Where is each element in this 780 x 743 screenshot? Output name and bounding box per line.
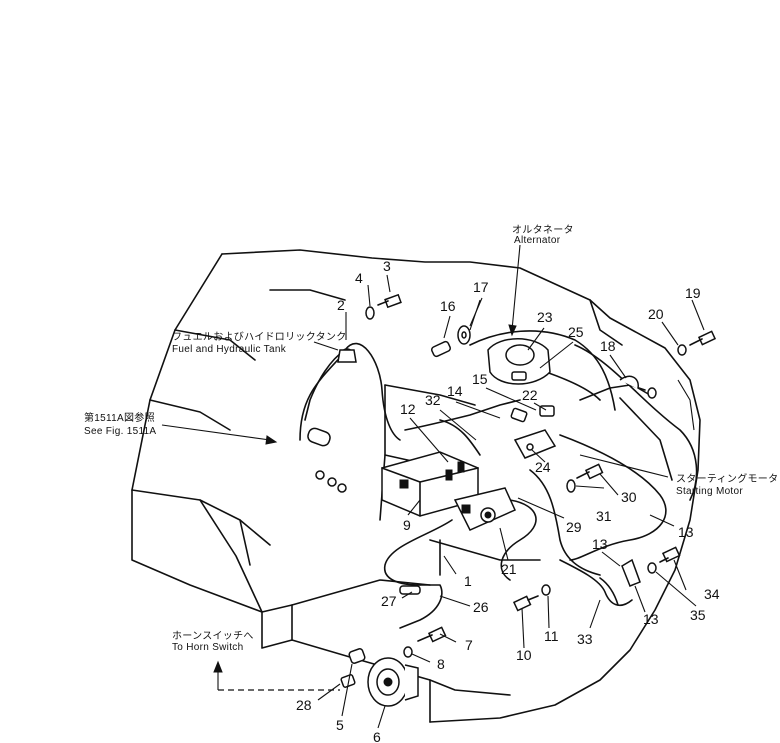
callout-8: 8	[437, 656, 445, 672]
bolt-34	[659, 546, 681, 563]
washer-4	[365, 306, 375, 320]
fuel-sender-unit	[337, 348, 357, 363]
callout-4: 4	[355, 270, 363, 286]
washer-31	[566, 479, 576, 493]
callout-31: 31	[596, 508, 612, 524]
battery-relay	[453, 487, 516, 531]
ground-terminal	[621, 558, 641, 587]
fuel-tank-label-en: Fuel and Hydraulic Tank	[172, 344, 287, 355]
callout-5: 5	[336, 717, 344, 733]
bolt-30	[576, 463, 604, 480]
alternator	[487, 338, 551, 385]
washer-35	[647, 562, 657, 574]
callout-13c: 13	[643, 611, 659, 627]
horn	[367, 657, 419, 707]
callout-27: 27	[381, 593, 397, 609]
terminal-14	[510, 407, 528, 423]
callout-23: 23	[537, 309, 553, 325]
callout-16: 16	[440, 298, 456, 314]
leaders	[161, 244, 705, 729]
horn-switch-label-en: To Horn Switch	[172, 642, 243, 653]
clamp-18	[619, 375, 657, 399]
callout-17: 17	[473, 279, 489, 295]
connector-27	[399, 585, 421, 595]
connector-16	[430, 340, 452, 358]
callout-30: 30	[621, 489, 637, 505]
callout-22: 22	[522, 387, 538, 403]
callout-12: 12	[400, 401, 416, 417]
labels: オルタネータ Alternator フュエルおよびハイドロリックタンク Fuel…	[84, 224, 778, 653]
callout-25: 25	[568, 324, 584, 340]
callout-13b: 13	[592, 536, 608, 552]
washer-8	[403, 646, 413, 658]
callout-28: 28	[296, 697, 312, 713]
starting-relay-24	[513, 429, 557, 459]
callout-18: 18	[600, 338, 616, 354]
terminal-28	[340, 674, 356, 688]
callout-26: 26	[473, 599, 489, 615]
bolt-19	[689, 330, 717, 346]
callout-21: 21	[501, 561, 517, 577]
bolt-10	[512, 595, 539, 612]
washer-20	[677, 344, 687, 356]
bolt-3	[377, 293, 402, 309]
alternator-label-jp: オルタネータ	[512, 224, 574, 236]
callout-35: 35	[690, 607, 706, 623]
see-fig-label-jp: 第1511A図参照	[84, 411, 155, 424]
callout-19: 19	[685, 285, 701, 301]
callout-24: 24	[535, 459, 551, 475]
callout-1: 1	[464, 573, 472, 589]
float-sensor	[307, 427, 347, 493]
callout-2: 2	[337, 297, 345, 313]
clamp-17	[457, 325, 471, 345]
components	[307, 293, 717, 707]
fuel-tank-label-jp: フュエルおよびハイドロリックタンク	[172, 331, 347, 343]
callout-15: 15	[472, 371, 488, 387]
bolt-7	[417, 626, 447, 643]
starting-motor-label-jp: スターティングモータ	[676, 472, 778, 485]
callout-20: 20	[648, 306, 664, 322]
callout-32: 32	[425, 392, 441, 408]
callout-11: 11	[544, 628, 559, 644]
callout-34: 34	[704, 586, 720, 602]
callouts: 1 2 3 4 5 6 7 8 9 10 11 12 13 13 13 14 1…	[296, 258, 720, 743]
horn-switch-label-jp: ホーンスイッチへ	[172, 630, 254, 642]
starting-motor-label-en: Starting Motor	[676, 486, 743, 497]
alternator-label-en: Alternator	[514, 235, 561, 246]
callout-29: 29	[566, 519, 582, 535]
washer-11	[541, 584, 551, 596]
callout-10: 10	[516, 647, 532, 663]
see-fig-label-en: See Fig. 1511A	[84, 426, 156, 437]
callout-33: 33	[577, 631, 593, 647]
callout-3: 3	[383, 258, 391, 274]
callout-6: 6	[373, 729, 381, 743]
callout-9: 9	[403, 517, 411, 533]
connector-5	[348, 648, 366, 664]
callout-14: 14	[447, 383, 463, 399]
callout-13a: 13	[678, 524, 694, 540]
callout-7: 7	[465, 637, 473, 653]
